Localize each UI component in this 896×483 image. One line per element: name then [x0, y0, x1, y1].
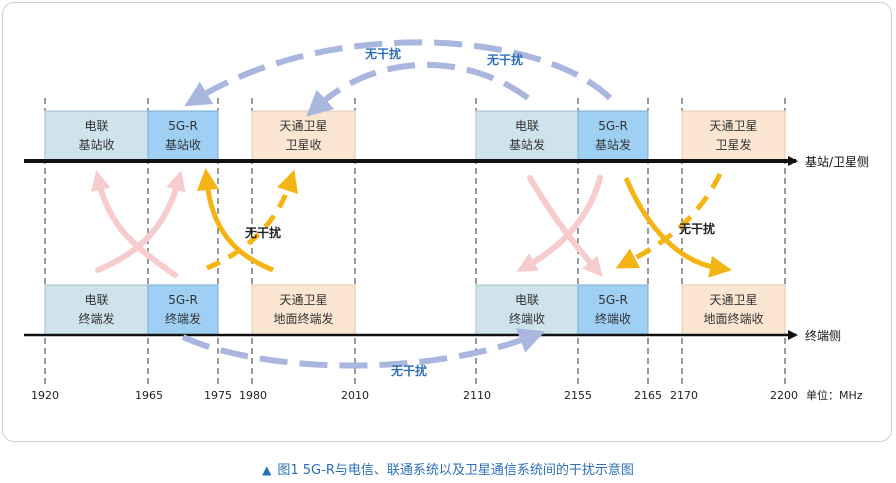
freq-label: 2110 — [463, 389, 491, 402]
box-label: 基站收 — [78, 138, 114, 152]
freq-label: 2200 — [770, 389, 798, 402]
pink-arrow-3 — [527, 175, 603, 278]
box-unicom-bs-tx: 电联 基站发 — [475, 110, 579, 162]
freq-label: 1965 — [135, 389, 163, 402]
box-label: 5G-R — [598, 119, 628, 133]
triangle-marker-icon: ▲ — [262, 463, 272, 477]
box-label: 地面终端收 — [703, 311, 763, 326]
ue-axis-label: 终端侧 — [805, 328, 841, 343]
box-label: 电联 — [84, 293, 108, 307]
unit-label: 单位：MHz — [806, 388, 863, 402]
box-label: 电联 — [515, 119, 539, 133]
interference-labels: 无干扰 无干扰 无干扰 无干扰 无干扰 — [244, 46, 715, 378]
box-label: 天通卫星 — [709, 119, 757, 133]
yellow-arrow-dashed-left — [206, 169, 298, 271]
freq-label: 1920 — [31, 389, 59, 402]
freq-label: 2010 — [341, 389, 369, 402]
box-label: 电联 — [84, 119, 108, 133]
box-label: 卫星发 — [715, 137, 751, 152]
pink-arrows — [91, 170, 603, 278]
pink-arrow-1 — [91, 170, 178, 278]
freq-label: 1980 — [239, 389, 267, 402]
box-label: 卫星收 — [285, 138, 321, 152]
no-interference-label: 无干扰 — [678, 221, 715, 236]
caption-text: 图1 5G-R与电信、联通系统以及卫星通信系统间的干扰示意图 — [277, 463, 634, 478]
box-satellite-ue-tx: 天通卫星 地面终端发 — [251, 284, 356, 336]
box-satellite-ue-rx: 天通卫星 地面终端收 — [681, 284, 786, 336]
box-label: 天通卫星 — [709, 293, 757, 307]
blue-arcs — [181, 39, 613, 369]
freq-label: 2170 — [670, 389, 698, 402]
figure-caption: ▲ 图1 5G-R与电信、联通系统以及卫星通信系统间的干扰示意图 — [0, 459, 896, 478]
pink-arrow-4 — [516, 175, 603, 272]
box-label: 终端发 — [165, 311, 201, 326]
interference-diagram: 电联 基站收 5G-R 基站收 天通卫星 卫星收 电联 基站发 5G-R 基站发… — [24, 39, 869, 402]
blue-arc-to-satellite-rx — [306, 61, 530, 117]
frequency-labels: 1920 1965 1975 1980 2010 2110 2155 2165 … — [31, 389, 798, 402]
yellow-arrows — [196, 168, 732, 278]
blue-arc-bs-tx-to-gsmr-rx — [184, 39, 613, 107]
box-label: 5G-R — [598, 293, 628, 307]
top-boxes: 电联 基站收 5G-R 基站收 天通卫星 卫星收 电联 基站发 5G-R 基站发… — [44, 110, 786, 162]
box-label: 基站发 — [509, 137, 545, 152]
pink-arrow-2 — [95, 170, 186, 273]
freq-label: 2165 — [634, 389, 662, 402]
box-label: 终端发 — [78, 311, 114, 326]
box-label: 终端收 — [595, 311, 631, 326]
box-satellite-tx: 天通卫星 卫星发 — [681, 110, 786, 162]
box-gsmr-bs-tx: 5G-R 基站发 — [577, 110, 649, 162]
bs-axis-label: 基站/卫星侧 — [805, 155, 869, 169]
box-label: 基站收 — [165, 138, 201, 152]
box-label: 5G-R — [168, 293, 198, 307]
box-unicom-bs-rx: 电联 基站收 — [44, 110, 149, 162]
box-label: 地面终端发 — [273, 311, 333, 326]
box-unicom-ue-rx: 电联 终端收 — [475, 284, 579, 336]
no-interference-label: 无干扰 — [486, 52, 523, 67]
no-interference-label: 无干扰 — [244, 225, 281, 240]
freq-label: 2155 — [564, 389, 592, 402]
blue-arc-ue-tx-to-ue-rx — [181, 328, 545, 369]
no-interference-label: 无干扰 — [364, 46, 401, 61]
diagram-frame — [2, 2, 892, 442]
box-label: 天通卫星 — [279, 293, 327, 307]
freq-label: 1975 — [204, 389, 232, 402]
box-label: 基站发 — [595, 137, 631, 152]
box-gsmr-ue-tx: 5G-R 终端发 — [147, 284, 219, 336]
box-gsmr-ue-rx: 5G-R 终端收 — [577, 284, 649, 336]
box-unicom-ue-tx: 电联 终端发 — [44, 284, 149, 336]
box-label: 终端收 — [509, 311, 545, 326]
box-label: 天通卫星 — [279, 119, 327, 133]
bottom-boxes: 电联 终端发 5G-R 终端发 天通卫星 地面终端发 电联 终端收 5G-R 终… — [44, 284, 786, 336]
box-satellite-rx: 天通卫星 卫星收 — [251, 110, 356, 162]
yellow-arrow-solid-left — [196, 168, 274, 273]
box-label: 5G-R — [168, 119, 198, 133]
no-interference-label: 无干扰 — [390, 363, 427, 378]
yellow-arrow-dashed-right — [615, 172, 723, 269]
box-gsmr-bs-rx: 5G-R 基站收 — [147, 110, 219, 162]
box-label: 电联 — [515, 293, 539, 307]
